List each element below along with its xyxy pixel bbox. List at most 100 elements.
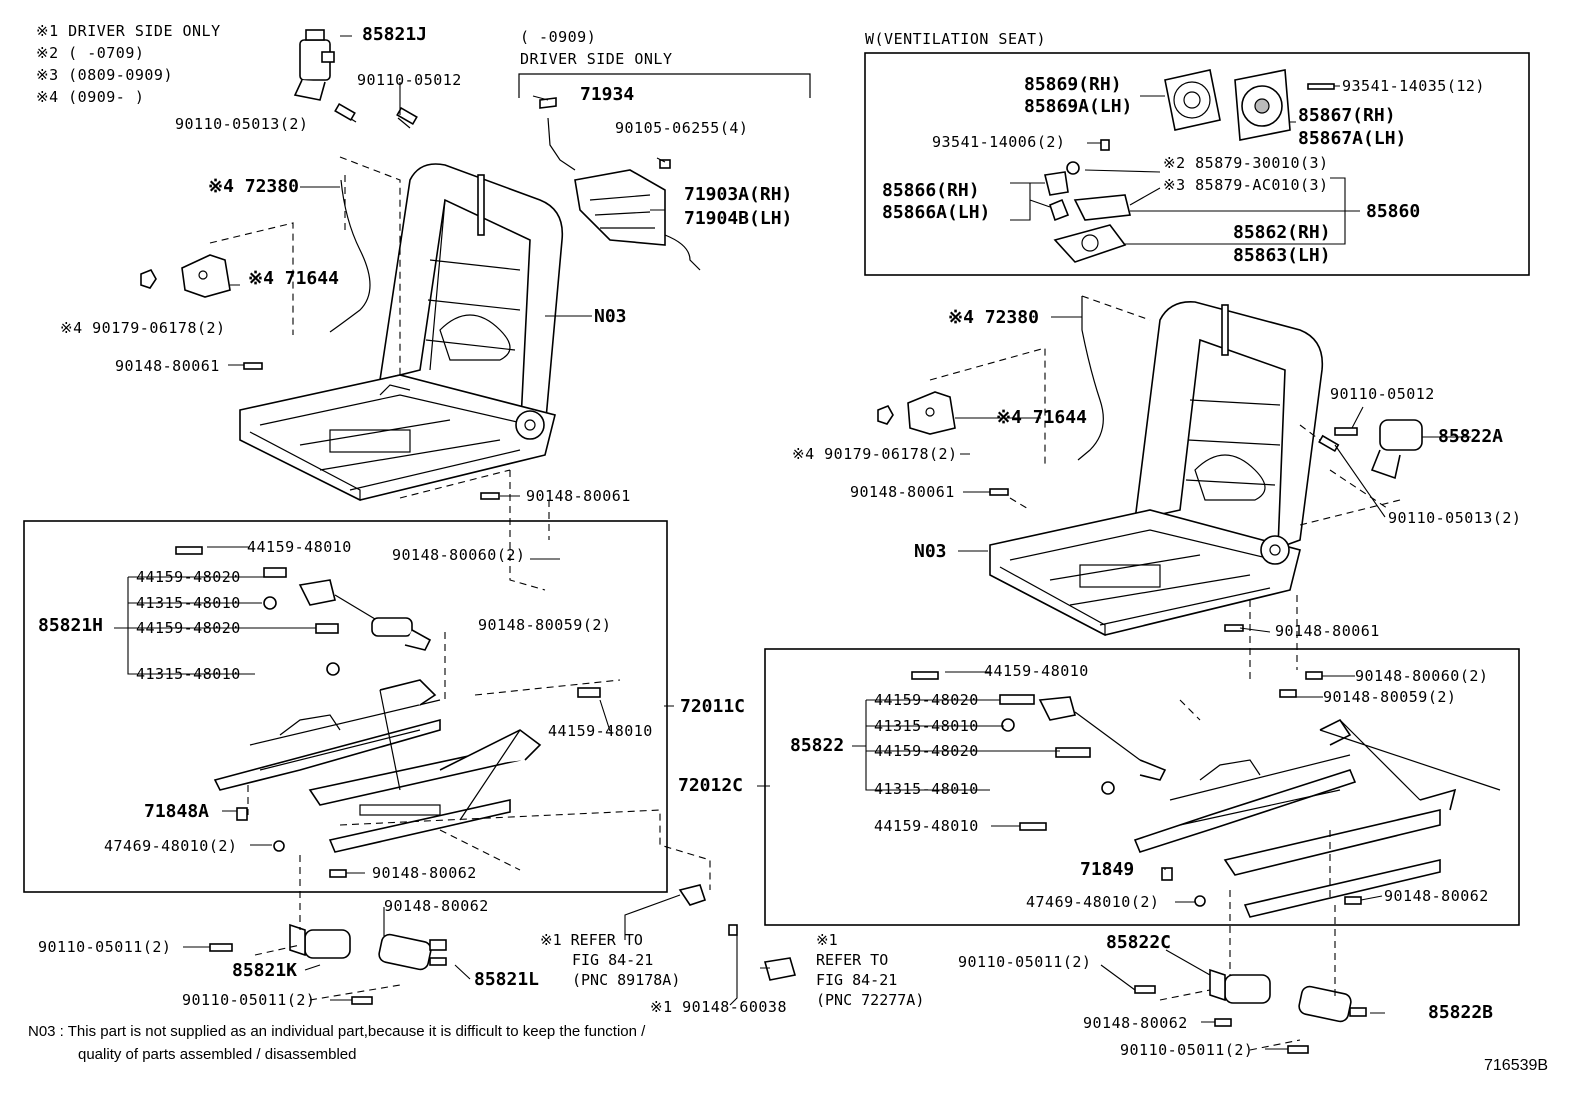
part-label: 90110-05011(2) — [38, 938, 172, 956]
part-label: ※4 71644 — [996, 407, 1087, 428]
part-label: 44159-48020 — [136, 568, 241, 586]
part-label: ※3 85879-AC010(3) — [1163, 176, 1329, 194]
ref1-line: ※1 REFER TO — [540, 931, 643, 949]
part-label: 72011C — [680, 696, 746, 717]
part-label: 85821H — [38, 615, 104, 636]
part-label: 47469-48010(2) — [1026, 893, 1160, 911]
part-label: 85867A(LH) — [1298, 128, 1407, 149]
harness-71903A — [539, 97, 701, 271]
part-label: ※4 72380 — [948, 307, 1039, 328]
part-label: 85822A — [1438, 426, 1504, 447]
part-label: 85867(RH) — [1298, 105, 1396, 126]
figure-id: 716539B — [1484, 1057, 1549, 1074]
part-label: 71903A(RH) — [684, 184, 793, 205]
ref2-line: ※1 — [816, 931, 838, 949]
part-label: 41315-48010 — [874, 717, 979, 735]
part-label: 90105-06255(4) — [615, 119, 749, 137]
cable-72380-left — [329, 179, 371, 333]
legend-item-2: ※2 ( -0709) — [36, 44, 145, 62]
part-label: 44159-48010 — [548, 722, 653, 740]
part-label: ※4 90179-06178(2) — [792, 445, 958, 463]
part-label: 71934 — [580, 84, 635, 105]
part-label: 90148-80060(2) — [392, 546, 526, 564]
part-label: 41315-48010 — [136, 594, 241, 612]
part-label: 90148-80062 — [372, 864, 477, 882]
pad-85862 — [1053, 224, 1127, 263]
part-label: 85822B — [1428, 1002, 1494, 1023]
part-label: 85821K — [232, 960, 298, 981]
connector-72277A — [763, 957, 797, 981]
ref2-line: REFER TO — [816, 951, 889, 969]
footnote-line-1: N03 : This part is not supplied as an in… — [28, 1023, 646, 1040]
part-label: 85821J — [362, 24, 428, 45]
part-label: 72012C — [678, 775, 744, 796]
part-label: 85866A(LH) — [882, 202, 991, 223]
part-label: ※4 71644 — [248, 268, 339, 289]
driver-only-header: DRIVER SIDE ONLY — [520, 50, 673, 68]
part-label: 44159-48020 — [874, 742, 979, 760]
part-label: 41315-48010 — [874, 780, 979, 798]
part-label: 90148-80059(2) — [1323, 688, 1457, 706]
motor-85822C — [1134, 968, 1271, 1027]
legend-item-1: ※1 DRIVER SIDE ONLY — [36, 22, 221, 40]
driver-range-header: ( -0909) — [520, 28, 597, 46]
motor-85821J — [293, 29, 335, 101]
part-label: 90148-80062 — [384, 897, 489, 915]
part-label: 85869(RH) — [1024, 74, 1122, 95]
part-label: 85822 — [790, 735, 845, 756]
part-label: 44159-48010 — [247, 538, 352, 556]
part-label: ※4 90179-06178(2) — [60, 319, 226, 337]
part-label: 90110-05012 — [1330, 385, 1435, 403]
part-label: 44159-48020 — [874, 691, 979, 709]
part-label: ※1 90148-60038 — [650, 998, 787, 1016]
bracket-71644-right — [907, 391, 956, 435]
part-label: 90148-80060(2) — [1355, 667, 1489, 685]
part-label: 71849 — [1080, 859, 1135, 880]
part-label: 90148-80061 — [1275, 622, 1380, 640]
part-label: 47469-48010(2) — [104, 837, 238, 855]
part-label: 85863(LH) — [1233, 245, 1331, 266]
part-label: 90148-80061 — [850, 483, 955, 501]
legend-item-4: ※4 (0909- ) — [36, 88, 145, 106]
motor-85822B — [1287, 985, 1367, 1054]
part-label: 90110-05011(2) — [1120, 1041, 1254, 1059]
part-label: 44159-48010 — [984, 662, 1089, 680]
footnote-line-2: quality of parts assembled / disassemble… — [78, 1046, 357, 1063]
part-label: 90148-80061 — [526, 487, 631, 505]
nut-90179-right — [877, 404, 894, 425]
part-label: 85822C — [1106, 932, 1172, 953]
motor-85822A — [1318, 419, 1423, 480]
right-seat-frame — [989, 301, 1324, 636]
part-label: 71904B(LH) — [684, 208, 793, 229]
part-label: 90148-80062 — [1083, 1014, 1188, 1032]
right-adjuster — [911, 671, 1501, 918]
ref1-line: (PNC 89178A) — [572, 971, 681, 989]
ref2-line: FIG 84-21 — [816, 971, 898, 989]
part-label: 90110-05011(2) — [958, 953, 1092, 971]
part-label: 93541-14006(2) — [932, 133, 1066, 151]
part-label: 44159-48010 — [874, 817, 979, 835]
reference-note-72277A: ※1 REFER TO FIG 84-21 (PNC 72277A) — [816, 930, 924, 1010]
part-label: 90110-05011(2) — [182, 991, 316, 1009]
part-label: 93541-14035(12) — [1342, 77, 1485, 95]
part-label: 90110-05013(2) — [1388, 509, 1522, 527]
connector-89178A — [678, 884, 707, 906]
legend-item-3: ※3 (0809-0909) — [36, 66, 173, 84]
part-label: 90148-80061 — [115, 357, 220, 375]
part-label: N03 — [594, 306, 627, 327]
part-label: 71848A — [144, 801, 210, 822]
motor-85821K — [209, 923, 351, 959]
part-label: 41315-48010 — [136, 665, 241, 683]
motor-85821L — [351, 933, 447, 1005]
part-label: 90110-05012 — [357, 71, 462, 89]
part-label: 90110-05013(2) — [175, 115, 309, 133]
part-label: 85860 — [1366, 201, 1421, 222]
reference-note-89178A: ※1 REFER TO FIG 84-21 (PNC 89178A) — [540, 930, 680, 990]
fan-85869 — [1164, 69, 1221, 131]
bracket-71644-left — [181, 254, 231, 298]
ref1-line: FIG 84-21 — [572, 951, 654, 969]
part-label: 44159-48020 — [136, 619, 241, 637]
ref2-line: (PNC 72277A) — [816, 991, 925, 1009]
cable-72380-right — [1077, 296, 1104, 461]
